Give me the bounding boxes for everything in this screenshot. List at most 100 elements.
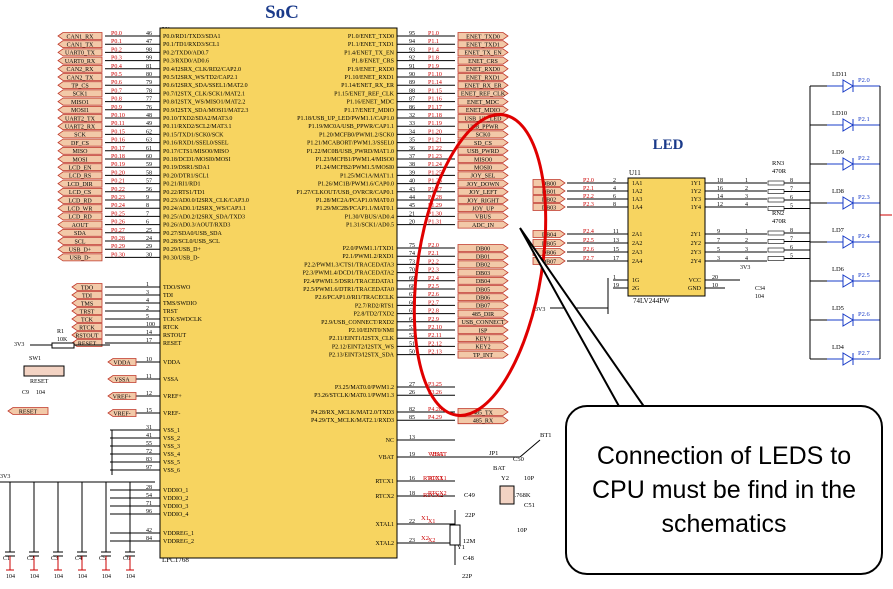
right-net-28-box [457, 276, 509, 285]
buf-in-port-4: P2.4 [583, 229, 594, 235]
right-pinnum-31: 66 [409, 300, 415, 306]
right-pinnum-33: 64 [409, 317, 415, 323]
right-fn-8: P1.16/ENET_MDC [346, 100, 394, 106]
left-pinnum-27: 30 [146, 252, 152, 258]
right-port-25: P2.1 [428, 251, 439, 257]
right-fn-34: P2.10/EINT0/NMI [349, 328, 395, 334]
buf-in-num-1: 4 [613, 186, 616, 192]
right-net-18: JOY_DOWN [467, 182, 500, 188]
left-fn-7: P0.7/I2STX_CLK/SCK1/MAT2.1 [163, 91, 245, 97]
power-fn-10: VDDIO_1 [163, 488, 188, 494]
right-fn-12: P1.20/MCFB0/PWM1.2/SCK0 [319, 132, 394, 138]
buf-gnd-num: 10 [712, 283, 718, 289]
right-fn-44: RTCX1 [375, 479, 394, 485]
buf-en-fn-0: 1G [632, 278, 640, 284]
buf-out-fn-7: 2Y4 [691, 259, 701, 265]
left-port-4: P0.4 [111, 64, 122, 70]
left-pinnum-15: 60 [146, 154, 152, 160]
misc-pinnum-4: 5 [146, 314, 149, 320]
power-net-3: VREF- [113, 411, 130, 417]
led-net-4: P2.4 [858, 233, 870, 240]
buf-in-num-2: 6 [613, 194, 616, 200]
mx-x1: X1 [421, 515, 429, 522]
left-net-11-box [57, 122, 103, 131]
right-pinnum-7: 88 [409, 88, 415, 94]
left-port-1: P0.1 [111, 39, 122, 45]
power-net-2-box [107, 392, 137, 400]
misc-net-6: RSTOUT [75, 333, 99, 339]
right-net-25-box [457, 252, 509, 261]
power-pinnum-11: 54 [146, 493, 152, 499]
buf-vcc-num: 20 [712, 275, 718, 281]
buffer-part: 74LV244PW [633, 297, 670, 305]
right-net-35: KEY1 [475, 337, 490, 343]
right-fn-2: P1.4/ENET_TX_EN [344, 50, 394, 56]
left-pinnum-25: 24 [146, 236, 152, 242]
left-pinnum-9: 76 [146, 105, 152, 111]
right-pinnum-1: 94 [409, 39, 415, 45]
right-fn-47: XTAL2 [375, 541, 394, 547]
left-net-3: UART0_RX [65, 59, 96, 65]
buf-in-port-2: P2.2 [583, 194, 594, 200]
rn-element [767, 256, 785, 261]
left-port-7: P0.7 [111, 88, 122, 94]
buf-out-fn-4: 2Y1 [691, 232, 701, 238]
power-net-0-box [107, 358, 137, 366]
buf-in-port-5: P2.5 [583, 238, 594, 244]
right-net-0: ENET_TXD0 [466, 34, 500, 40]
right-net-5-box [457, 73, 509, 81]
buf-in-num-0: 2 [613, 178, 616, 184]
right-pinnum-3: 92 [409, 56, 415, 62]
right-net-2: ENET_TX_EN [464, 51, 502, 57]
right-net-21-box [457, 204, 509, 213]
reset-r-val: 10K [57, 337, 68, 343]
right-port-15: P1.23 [428, 154, 442, 160]
right-net-23-box [457, 220, 509, 229]
left-net-14: MISO [72, 149, 88, 155]
rn-pin-0-0: 8 [790, 178, 793, 184]
misc-net-6-box [71, 331, 103, 339]
right-pinnum-32: 65 [409, 309, 415, 315]
right-net-11: USB_PPWR [467, 125, 498, 131]
right-pinnum-4: 91 [409, 64, 415, 70]
buf-in-port-6: P2.6 [583, 247, 594, 253]
right-port-5: P1.10 [428, 72, 442, 78]
right-pinnum-5: 90 [409, 72, 415, 78]
right-port-12: P1.20 [428, 129, 442, 135]
left-net-2-box [57, 48, 103, 57]
misc-net-5: RTCK [79, 325, 95, 331]
led-net-6: P2.6 [858, 311, 870, 318]
right-net-25: DB01 [476, 255, 490, 261]
right-net-1-box [457, 40, 509, 49]
buf-in-num-3: 8 [613, 202, 616, 208]
left-net-12: SCK [74, 133, 86, 139]
left-net-23-box [57, 220, 103, 229]
buf-vcc-fn: VCC [689, 278, 701, 284]
left-fn-18: P0.21/RI1/RD1 [163, 182, 201, 188]
buf-en-supply: 3V3 [535, 307, 545, 313]
right-port-28: P2.4 [428, 276, 439, 282]
right-fn-42: NC [386, 438, 394, 444]
left-fn-24: P0.27/SDA0/USB_SDA [163, 231, 223, 237]
decap-val-1: 104 [30, 574, 39, 580]
power-fn-13: VDDIO_4 [163, 512, 188, 518]
right-port-37: P2.13 [428, 350, 442, 356]
right-net-2-box [457, 48, 509, 57]
buf-supply: 3V3 [740, 265, 750, 271]
right-net-17: JOY_SEL [471, 174, 496, 180]
left-net-19: LCD_CS [69, 190, 91, 196]
power-fn-8: VSS_5 [163, 460, 180, 466]
right-pinnum-17: 39 [409, 170, 415, 176]
buf-in-fn-2: 1A3 [632, 197, 642, 203]
right-port-43: VBAT [428, 452, 444, 458]
rtc-y-ref: Y2 [501, 475, 509, 482]
buf-in-num-7: 17 [613, 256, 619, 262]
right-port-24: P2.0 [428, 243, 439, 249]
rn-element [767, 239, 785, 244]
mx-c1-ref: C49 [464, 492, 475, 499]
left-pinnum-12: 62 [146, 129, 152, 135]
decap-ref-2: C3 [51, 556, 58, 562]
left-fn-19: P0.22/RTS1/TD1 [163, 190, 205, 196]
right-net-19: JOY_LEFT [469, 190, 498, 196]
